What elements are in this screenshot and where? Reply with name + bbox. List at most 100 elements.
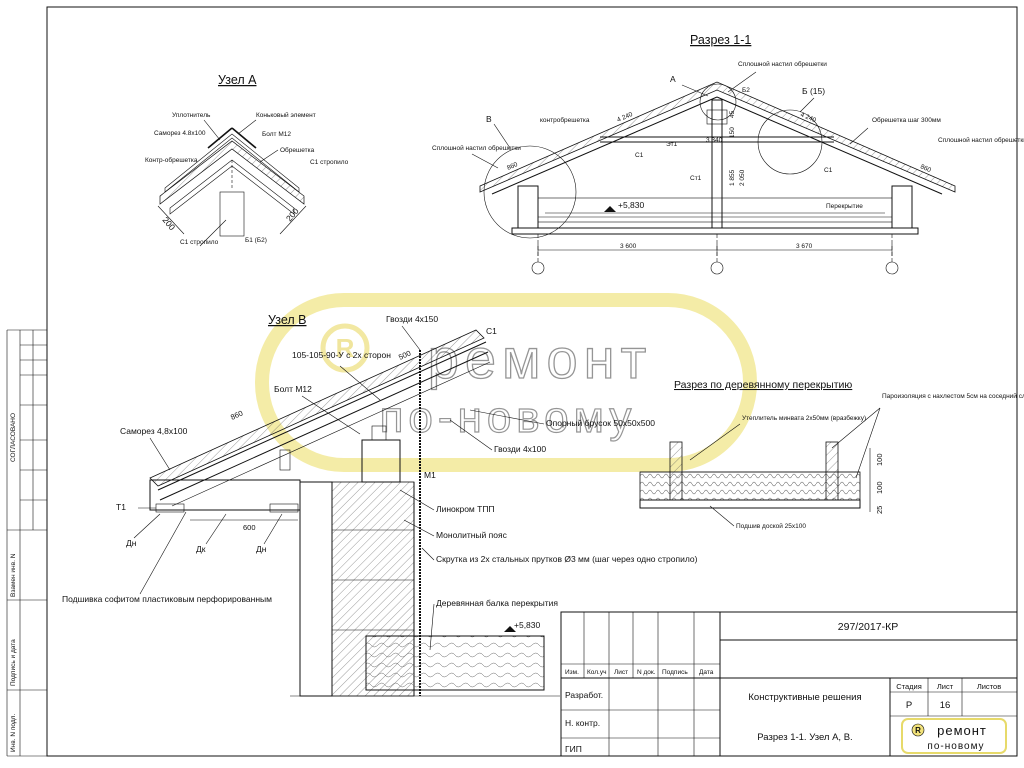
sheet-value: 16: [940, 700, 951, 711]
col-izm: Изм.: [565, 669, 579, 676]
nodeA-b1: Б1 (Б2): [245, 237, 267, 244]
sec-label-deck-left: Сплошной настил обрешетки: [432, 144, 521, 152]
sec-label-counterbatten: контробрешетка: [540, 116, 590, 124]
sec-label-b2: Б2: [742, 87, 750, 94]
floor-dim-100-b: 100: [875, 481, 884, 494]
dim-1855: 1 855: [729, 169, 736, 186]
nodeV-dim-860: 860: [229, 409, 244, 422]
sec-label-et1: Эт1: [666, 141, 678, 148]
nodeV-dk: Дк: [196, 544, 206, 554]
col-date: Дата: [699, 669, 714, 676]
floor-vapour: Пароизоляция с нахлестом 5см на соседний…: [882, 392, 1024, 400]
section-level: +5,830: [618, 200, 645, 210]
stamp-inv: Инв. N подл.: [10, 714, 17, 752]
sec-label-v: В: [486, 114, 492, 124]
dim-3600: 3 600: [620, 243, 637, 250]
nodeV-beam: Деревянная балка перекрытия: [436, 598, 558, 608]
node-v: Узел В +5,830 600 860 500 Гвозди 4х150: [62, 313, 698, 697]
doc-code: 297/2017-КР: [838, 621, 898, 633]
nodeA-c1-right: С1 стропило: [310, 159, 349, 166]
col-list: Лист: [614, 669, 628, 676]
dim-2050: 2 050: [739, 169, 746, 186]
section-name: Конструктивные решения: [748, 692, 861, 703]
sheets-label: Листов: [977, 682, 1001, 691]
sec-label-b15: Б (15): [802, 86, 825, 96]
floor-boards: Подшив доской 25х100: [736, 522, 806, 530]
stamp-sign: Подпись и дата: [10, 639, 17, 686]
nodeV-m1: М1: [424, 470, 436, 480]
nodeV-nails-150: Гвозди 4х150: [386, 314, 438, 324]
nodeV-c1: С1: [486, 326, 497, 336]
nodeA-screw: Саморез 4.8х100: [154, 130, 206, 137]
dim-150: 150: [729, 127, 736, 138]
nodeA-seal: Уплотнитель: [172, 112, 211, 119]
nodeV-soffit: Подшивка софитом пластиковым перфорирова…: [62, 594, 272, 604]
logo-top: ремонт: [937, 723, 987, 738]
section-title: Разрез 1-1: [690, 33, 751, 47]
floor-section: Разрез по деревянному перекрытию 100 100…: [639, 379, 1024, 530]
sheet-label: Лист: [937, 682, 954, 691]
sec-label-c1-right: С1: [824, 167, 833, 174]
dim-860-l: 860: [506, 161, 519, 172]
nodeA-counter: Контр-обрешетка: [145, 156, 198, 164]
nodeA-bolt: Болт М12: [262, 131, 291, 138]
role-gip: ГИП: [565, 744, 582, 754]
nodeV-linokrom: Линокром ТПП: [436, 504, 495, 514]
logo-bottom: по-новому: [927, 741, 984, 752]
sheet-frame: СОГЛАСОВАНО Взамен инв. N Подпись и дата…: [6, 6, 1018, 757]
nodeV-t1: Т1: [116, 502, 126, 512]
nodeV-dim-600: 600: [243, 523, 256, 532]
dim-3670: 3 670: [796, 243, 813, 250]
col-ndok: N док.: [637, 669, 656, 676]
drawing-name: Разрез 1-1. Узел А, В.: [757, 732, 852, 743]
nodeA-c1-left: С1 стропило: [180, 239, 219, 246]
nodeV-dn-left: Дн: [126, 538, 137, 548]
node-v-title: Узел В: [268, 313, 306, 327]
nodeV-block: Опорный брусок 50х50х500: [546, 418, 655, 428]
sec-label-a: А: [670, 74, 676, 84]
node-b-marker: [757, 109, 823, 175]
stage-value: Р: [906, 700, 912, 711]
nodeV-nails-100: Гвозди 4х100: [494, 444, 546, 454]
nodeV-belt: Монолитный пояс: [436, 530, 508, 540]
nodeV-screw: Саморез 4,8х100: [120, 426, 188, 436]
sec-label-batten: Обрешетка шаг 300мм: [872, 116, 941, 124]
sec-label-ceiling: Перекрытие: [826, 203, 863, 210]
dim-860-r: 860: [919, 163, 932, 174]
node-a-title: Узел А: [218, 73, 257, 87]
nodeV-plate: 105-105-90-У с 2х сторон: [292, 350, 391, 360]
node-v-marker: [483, 145, 577, 239]
watermark-line2: по-новому: [380, 393, 637, 442]
role-developer: Разработ.: [565, 690, 603, 700]
nodeV-level: +5,830: [514, 620, 541, 630]
title-block: 297/2017-КР Изм. Кол.уч Лист N док. Подп…: [560, 611, 1018, 757]
sec-label-c1-left: С1: [635, 152, 644, 159]
dim-45: 45: [729, 110, 736, 118]
dim-3340: 3 340: [706, 137, 723, 144]
stamp-agreed: СОГЛАСОВАНО: [10, 413, 17, 462]
node-a: Узел А Уплотнитель Коньковый элемент Бол…: [145, 73, 349, 247]
nodeV-twist: Скрутка из 2х стальных прутков Ø3 мм (ша…: [436, 554, 698, 564]
stamp-replace: Взамен инв. N: [10, 553, 17, 597]
svg-text:R: R: [915, 726, 921, 735]
sec-label-deck-right: Сплошной настил обрешетки: [938, 136, 1024, 144]
nodeV-bolt: Болт М12: [274, 384, 312, 394]
node-a-marker: [699, 83, 737, 121]
floor-dim-100-a: 100: [875, 453, 884, 466]
company-logo: R ремонт по-новому: [901, 718, 1007, 754]
nodeA-ridge: Коньковый элемент: [256, 111, 316, 119]
nodeV-dn-right: Дн: [256, 544, 267, 554]
sec-label-st1: Ст1: [690, 175, 702, 182]
watermark-mark: R: [336, 333, 355, 363]
nodeA-dim-200-l: 200: [160, 215, 177, 233]
col-koluch: Кол.уч: [587, 669, 607, 676]
stage-label: Стадия: [896, 682, 922, 691]
col-sign: Подпись: [662, 669, 688, 676]
sec-label-deck-top: Сплошной настил обрешетки: [738, 60, 827, 68]
floor-insulation: Утеплитель минвата 2х50мм (вразбежку): [742, 414, 866, 422]
section-1-1: Разрез 1-1 +5,830 3 600 3 670: [432, 33, 1024, 275]
role-norm: Н. контр.: [565, 718, 600, 728]
nodeA-batten: Обрешетка: [280, 146, 315, 154]
floor-dim-25: 25: [875, 506, 884, 514]
